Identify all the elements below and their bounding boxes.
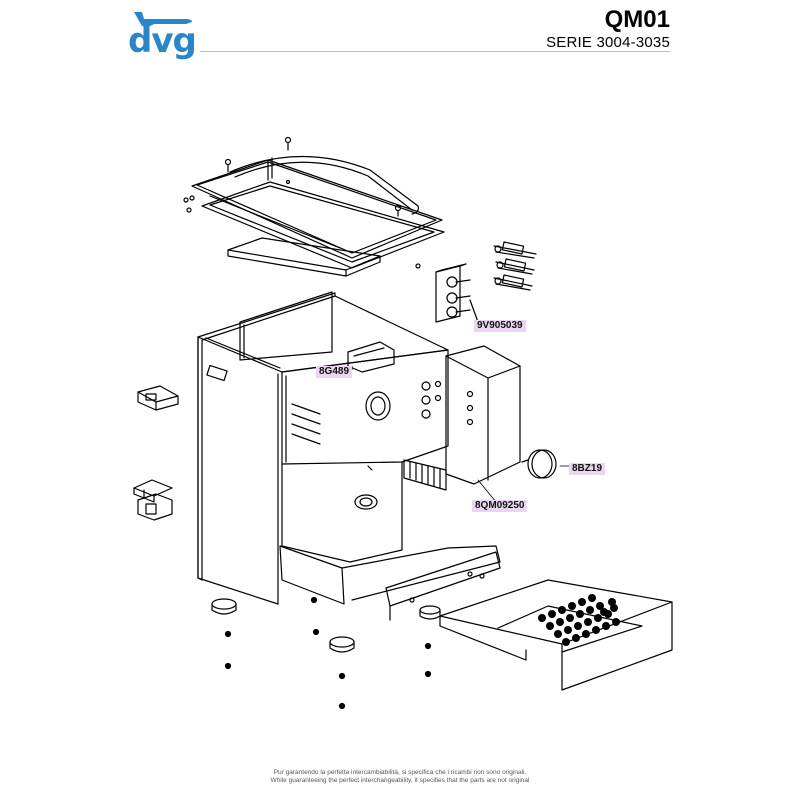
cup-tray-gasket (201, 181, 445, 269)
disclaimer-english: While guaranteeing the perfect interchan… (270, 777, 530, 784)
drip-tray-grid (538, 594, 620, 646)
dvg-logo-icon (134, 12, 192, 27)
drip-tray-bracket (279, 545, 501, 621)
disclaimer-italian: Pur garantendo la perfetta intercambiabi… (273, 769, 527, 776)
top-screws (183, 136, 421, 269)
main-housing (197, 291, 449, 605)
rubber-feet (211, 598, 441, 653)
thermostat-pins (493, 241, 537, 291)
header-divider (200, 51, 670, 52)
part-label-8bz19: 8BZ19 (569, 463, 606, 475)
boiler-assembly (403, 345, 521, 491)
part-label-8qm09250: 8QM09250 (472, 500, 528, 512)
series-subtitle: SERIE 3004-3035 (546, 34, 670, 51)
power-switch (137, 385, 179, 411)
switch-panel (435, 263, 479, 323)
foot-screws (224, 596, 432, 710)
model-title: QM01 (604, 6, 670, 33)
cup-tray-rail (191, 155, 443, 259)
brand-logo-text: dvg (128, 21, 197, 61)
top-plate (227, 237, 381, 277)
pressure-gauge (521, 449, 557, 479)
part-label-9v905039: 9V905039 (474, 320, 526, 332)
part-label-8g489: 8G489 (316, 366, 353, 378)
power-socket (133, 479, 173, 521)
